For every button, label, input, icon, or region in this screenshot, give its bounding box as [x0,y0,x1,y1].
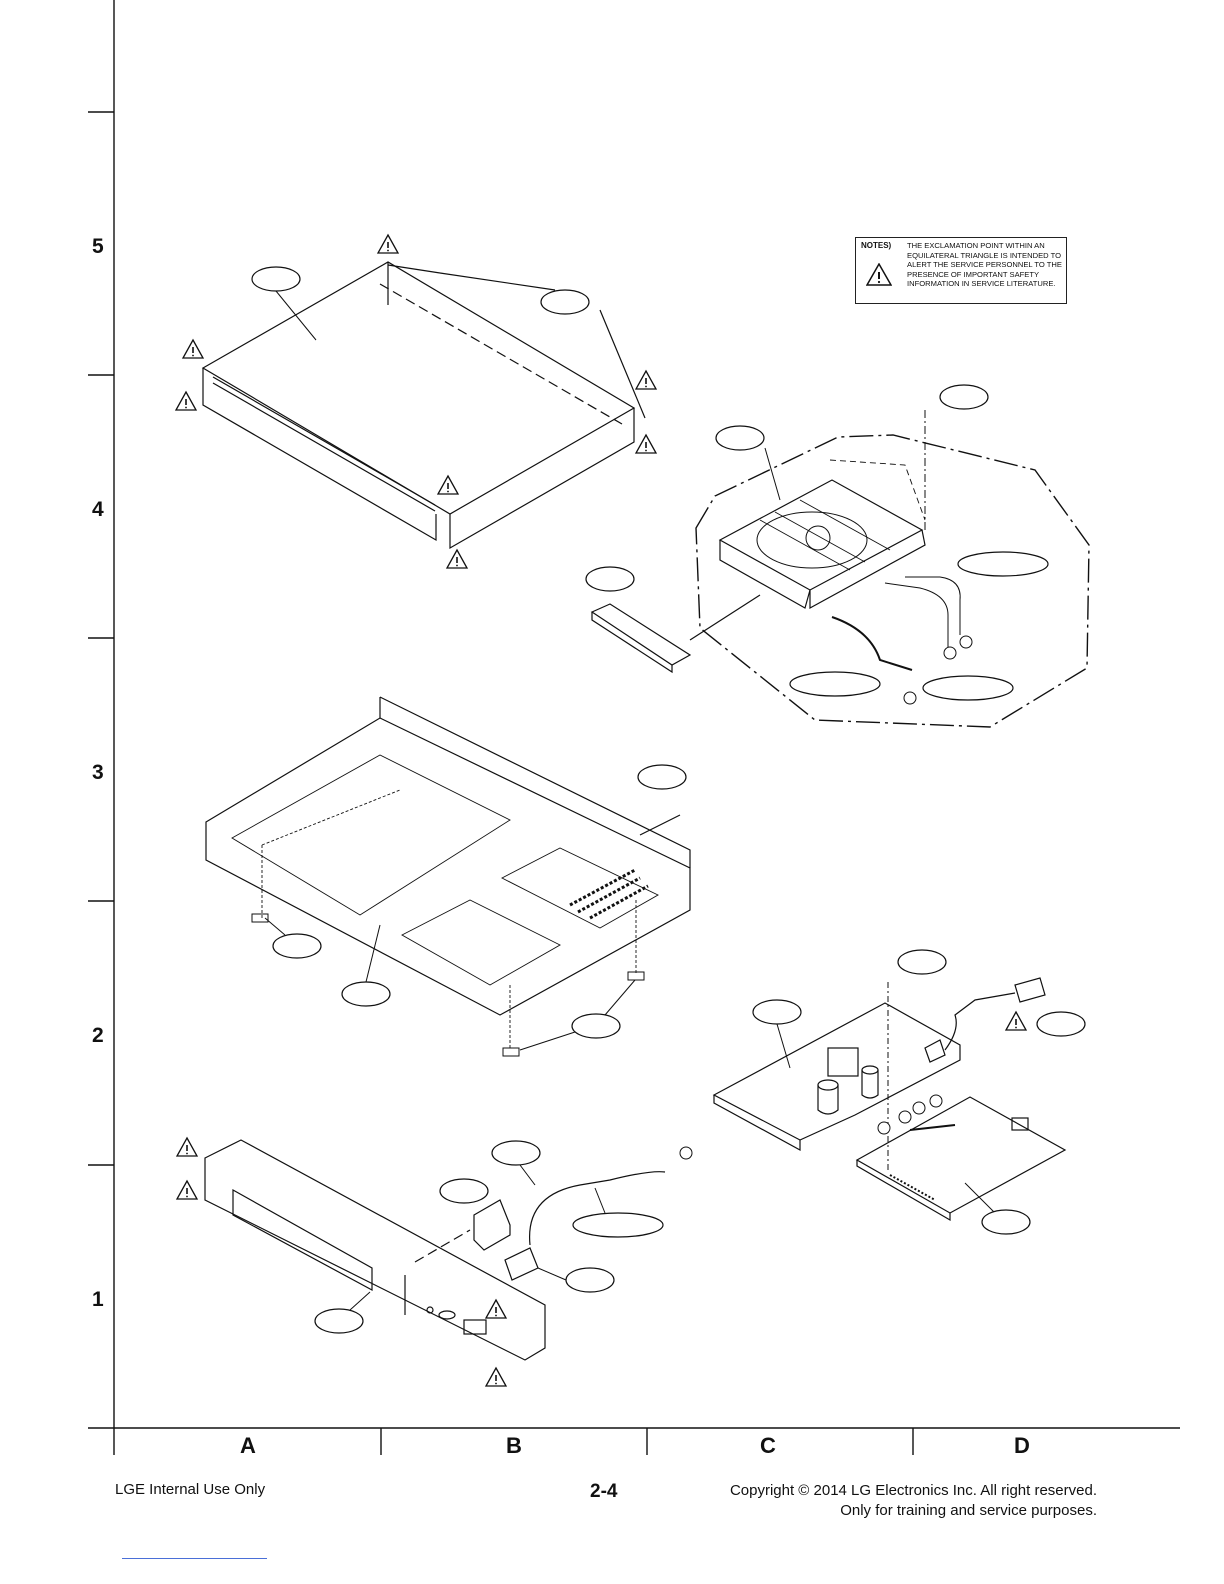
connector-marker [679,1146,693,1160]
part-callout [341,981,391,1007]
part-callout [637,764,687,790]
part-callout [439,1178,489,1204]
row-label-1: 1 [92,1288,104,1311]
connector-marker [912,1101,926,1115]
connector-marker [943,646,957,660]
part-callout [540,289,590,315]
notes-heading: NOTES) [861,241,892,250]
grid-frame [88,0,1180,1455]
row-label-5: 5 [92,235,104,258]
connector-marker [898,1110,912,1124]
part-callout [585,566,635,592]
warning-triangle-icon [182,339,204,359]
part-callout [715,425,765,451]
sub-pcb [855,1096,1067,1222]
connector-marker [959,635,973,649]
safety-notes-box: NOTES) THE EXCLAMATION POINT WITHIN AN E… [855,237,1067,304]
warning-triangle-icon [866,263,892,286]
part-callout [752,999,802,1025]
warning-triangle-icon [176,1180,198,1200]
row-label-4: 4 [92,498,104,521]
part-callout [1036,1011,1086,1037]
part-callout [572,1212,664,1238]
part-callout [922,675,1014,701]
part-callout [565,1267,615,1293]
warning-triangle-icon [175,391,197,411]
warning-triangle-icon [446,549,468,569]
row-label-3: 3 [92,761,104,784]
notes-text: THE EXCLAMATION POINT WITHIN AN EQUILATE… [907,241,1062,289]
top-cover [201,261,646,550]
footer-internal-use: LGE Internal Use Only [115,1481,266,1498]
page-number: 2-4 [590,1481,618,1502]
loader-assembly [695,410,1090,728]
column-label-b: B [506,1433,522,1458]
copyright-line-2: Only for training and service purposes. [840,1502,1097,1519]
copyright-line-1: Copyright © 2014 LG Electronics Inc. All… [729,1482,1097,1499]
part-callout [957,551,1049,577]
part-callout [272,933,322,959]
footer-copyright: Copyright © 2014 LG Electronics Inc. All… [730,1481,1097,1521]
warning-triangle-icon [437,475,459,495]
warning-triangle-icon [176,1137,198,1157]
column-label-a: A [240,1433,256,1458]
part-callout [491,1140,541,1166]
front-panel [204,1139,666,1361]
warning-triangle-icon [377,234,399,254]
part-callout [314,1308,364,1334]
part-callout [939,384,989,410]
part-callout [897,949,947,975]
warning-triangle-icon [1005,1011,1027,1031]
part-callout [789,671,881,697]
connector-marker [877,1121,891,1135]
column-label-c: C [760,1433,776,1458]
main-pcb [712,977,1046,1170]
warning-triangle-icon [485,1299,507,1319]
part-callout [981,1209,1031,1235]
bottom-chassis [205,696,691,1057]
warning-triangle-icon [485,1367,507,1387]
part-callout [571,1013,621,1039]
connector-marker [929,1094,943,1108]
warning-triangle-icon [635,434,657,454]
column-label-d: D [1014,1433,1030,1458]
tray-panel [590,594,761,674]
warning-triangle-icon [635,370,657,390]
footer-link-underline [122,1558,267,1559]
row-label-2: 2 [92,1024,104,1047]
connector-marker [903,691,917,705]
part-callout [251,266,301,292]
